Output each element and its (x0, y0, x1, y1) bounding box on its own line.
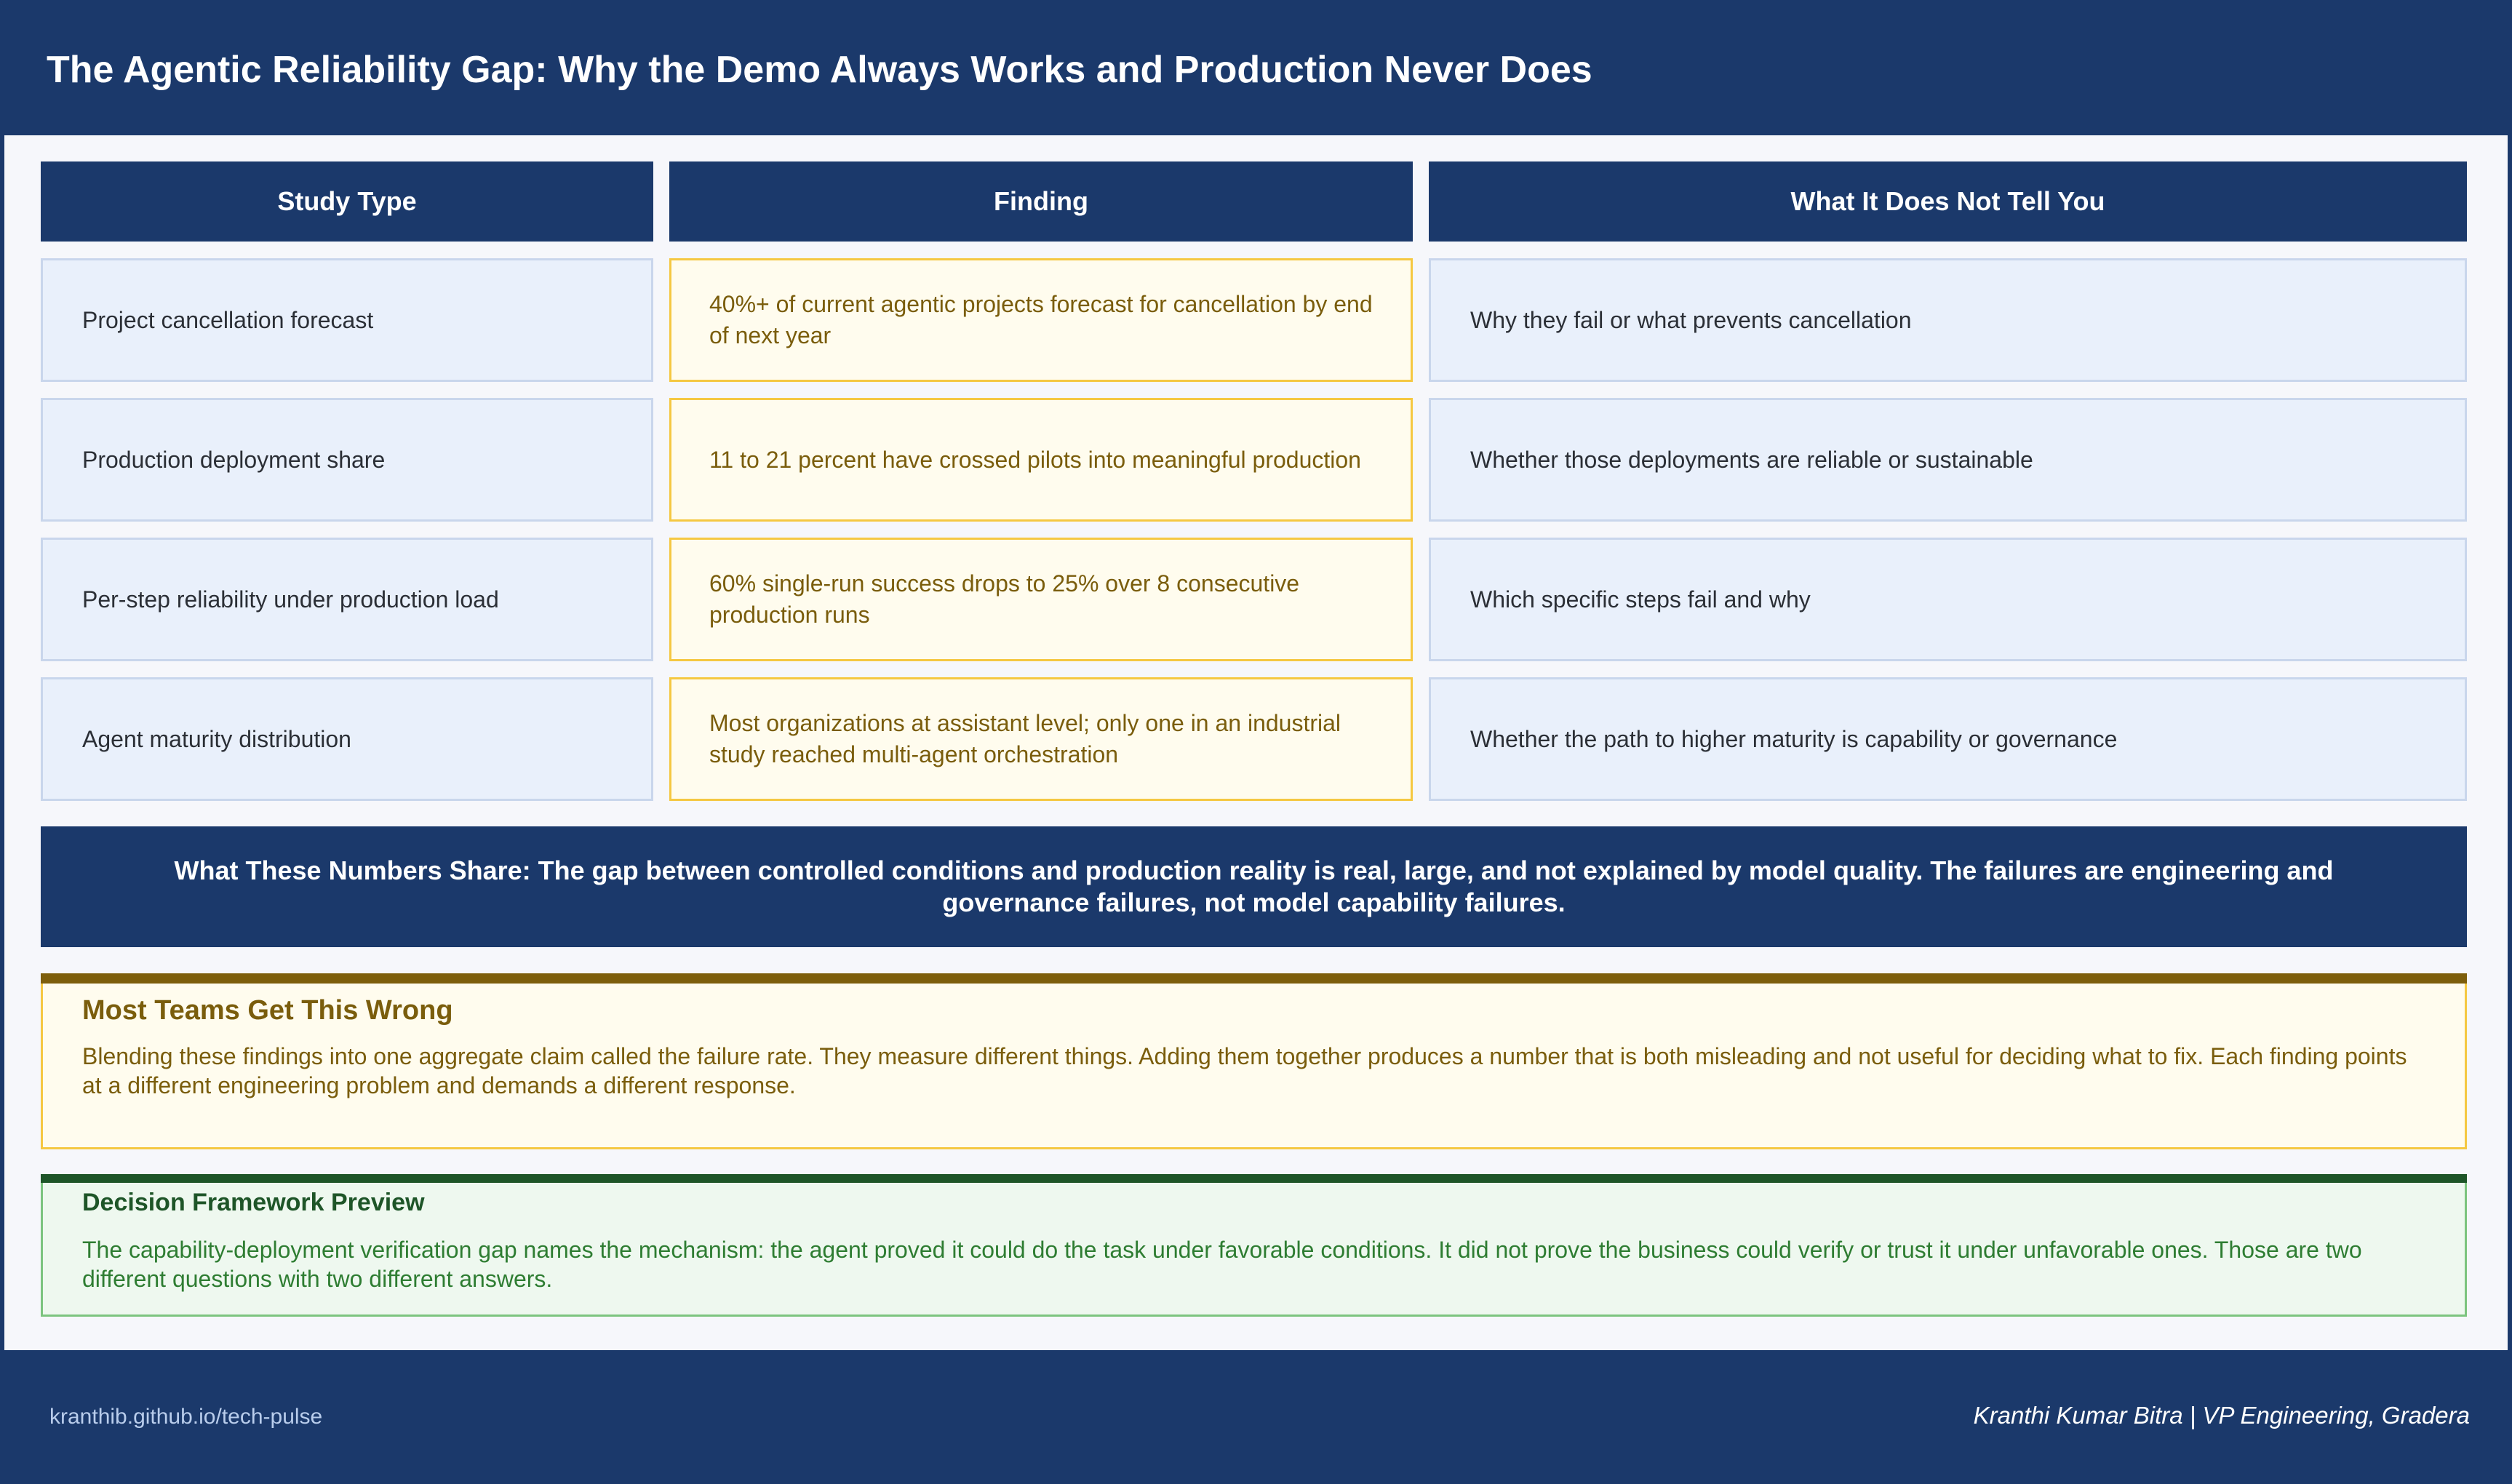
column-header-what-it-does-not-tell: What It Does Not Tell You (1429, 161, 2467, 242)
table-cell-finding: Most organizations at assistant level; o… (669, 677, 1413, 801)
frame-left-border (0, 135, 4, 1350)
callout-accent-bar (41, 973, 2467, 984)
header-bar: The Agentic Reliability Gap: Why the Dem… (0, 0, 2512, 135)
column-header-study-type: Study Type (41, 161, 653, 242)
table-cell-study: Per-step reliability under production lo… (41, 538, 653, 661)
callout-decision-framework: Decision Framework Preview The capabilit… (41, 1174, 2467, 1317)
table-cell-gap: Whether those deployments are reliable o… (1429, 398, 2467, 522)
table-cell-gap: Why they fail or what prevents cancellat… (1429, 258, 2467, 382)
table-cell-finding: 60% single-run success drops to 25% over… (669, 538, 1413, 661)
table-cell-finding: 11 to 21 percent have crossed pilots int… (669, 398, 1413, 522)
footer-author: Kranthi Kumar Bitra | VP Engineering, Gr… (1973, 1402, 2470, 1429)
table-cell-study: Production deployment share (41, 398, 653, 522)
summary-text: What These Numbers Share: The gap betwee… (174, 855, 2334, 917)
column-header-finding: Finding (669, 161, 1413, 242)
callout-title: Decision Framework Preview (82, 1189, 425, 1216)
table-cell-finding: 40%+ of current agentic projects forecas… (669, 258, 1413, 382)
table-cell-study: Project cancellation forecast (41, 258, 653, 382)
callout-accent-bar (41, 1174, 2467, 1183)
table-cell-gap: Which specific steps fail and why (1429, 538, 2467, 661)
callout-title: Most Teams Get This Wrong (82, 995, 453, 1026)
callout-body: Blending these findings into one aggrega… (82, 1043, 2407, 1098)
callout-most-teams-wrong: Most Teams Get This Wrong Blending these… (41, 973, 2467, 1149)
summary-banner: What These Numbers Share: The gap betwee… (41, 826, 2467, 947)
page-title: The Agentic Reliability Gap: Why the Dem… (47, 49, 1592, 91)
frame-right-border (2508, 135, 2512, 1350)
footer-url-link[interactable]: kranthib.github.io/tech-pulse (49, 1405, 323, 1429)
table-cell-gap: Whether the path to higher maturity is c… (1429, 677, 2467, 801)
footer-bar: kranthib.github.io/tech-pulse Kranthi Ku… (0, 1350, 2512, 1484)
callout-body: The capability-deployment verification g… (82, 1237, 2362, 1292)
table-cell-study: Agent maturity distribution (41, 677, 653, 801)
